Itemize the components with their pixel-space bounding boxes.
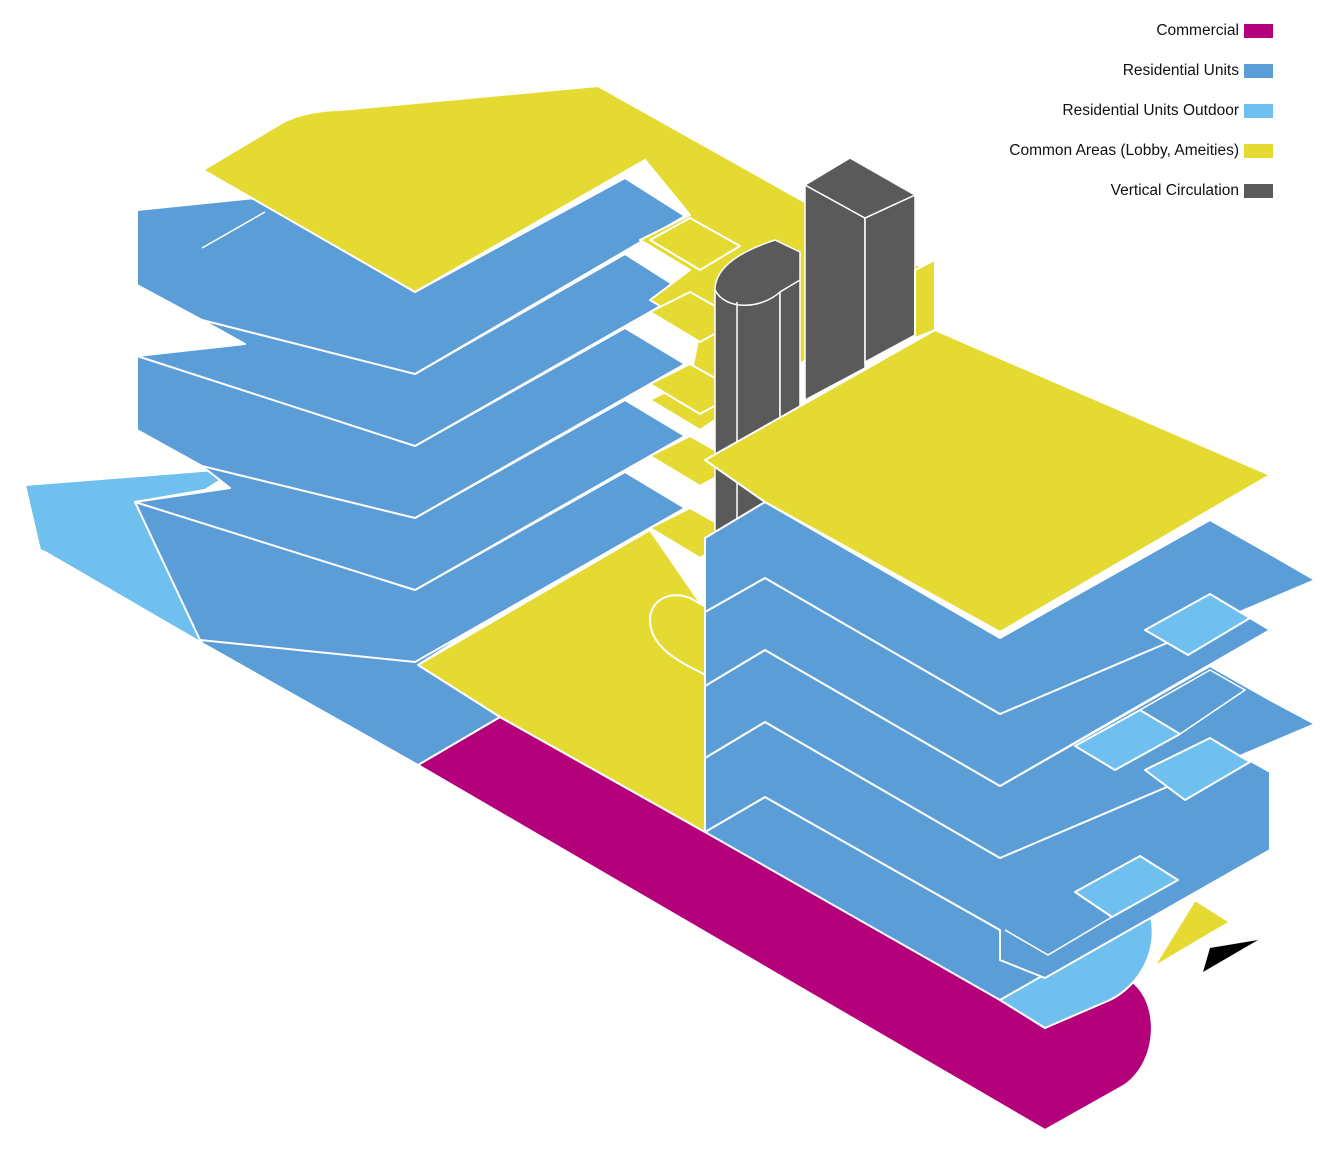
legend-swatch-commercial xyxy=(1244,24,1273,38)
tall-core-side xyxy=(864,193,916,364)
right-roof-common-area xyxy=(704,329,1271,633)
legend-item-circulation: Vertical Circulation xyxy=(1111,181,1273,201)
right-level-3-outdoor xyxy=(1144,737,1251,801)
legend-swatch-residential xyxy=(1244,64,1273,78)
round-core-top xyxy=(714,239,801,306)
legend-item-residential: Residential Units xyxy=(1123,61,1273,81)
legend-label-circulation: Vertical Circulation xyxy=(1110,182,1239,199)
right-upper-common-area xyxy=(914,259,936,339)
legend-swatch-circulation xyxy=(1244,184,1273,198)
tall-core-top xyxy=(803,157,917,219)
legend: Commercial Residential Units Residential… xyxy=(1009,21,1273,201)
legend-swatch-common xyxy=(1244,144,1273,158)
legend-item-common: Common Areas (Lobby, Ameities) xyxy=(1009,141,1273,161)
legend-item-commercial: Commercial xyxy=(1156,21,1273,41)
north-arrow-icon xyxy=(1203,940,1258,972)
right-level-2-outdoor xyxy=(1074,855,1179,918)
right-level-5-residential xyxy=(704,501,1316,715)
right-wing-floors xyxy=(704,259,1316,1029)
right-level-5-outdoor xyxy=(1144,593,1251,656)
legend-label-outdoor: Residential Units Outdoor xyxy=(1062,102,1239,119)
legend-swatch-outdoor xyxy=(1244,104,1273,118)
legend-item-outdoor: Residential Units Outdoor xyxy=(1062,101,1273,121)
legend-label-common: Common Areas (Lobby, Ameities) xyxy=(1009,142,1239,159)
left-wing-floors xyxy=(134,85,936,663)
legend-label-residential: Residential Units xyxy=(1122,62,1239,79)
tall-core-front xyxy=(804,183,866,402)
legend-label-commercial: Commercial xyxy=(1156,22,1239,39)
common-strip-1 xyxy=(649,217,741,271)
